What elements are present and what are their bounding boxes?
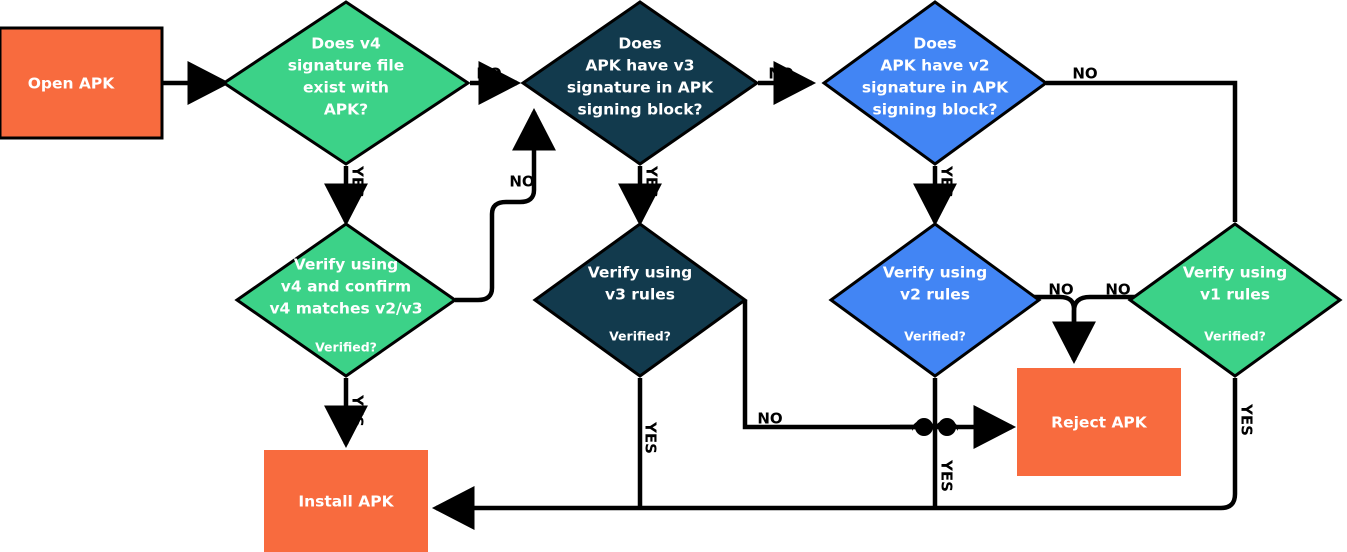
label-verifyv4-yes: YES (349, 394, 367, 427)
label-v3exists-no: NO (768, 65, 793, 83)
label-verifyv3-no: NO (757, 410, 782, 428)
v3-exists-line2: APK have v3 (585, 57, 694, 75)
node-verify-v2[interactable]: Verify using v2 rules Verified? (828, 222, 1042, 378)
node-install-apk[interactable]: Install APK (264, 450, 428, 552)
node-open-apk[interactable]: Open APK (0, 26, 164, 140)
node-v3-exists[interactable]: Does APK have v3 signature in APK signin… (520, 0, 760, 166)
v3-exists-line1: Does (618, 35, 661, 53)
v2-exists-line3: signature in APK (862, 79, 1009, 97)
edge-verifyv1-yes-to-install (431, 378, 1238, 531)
node-verify-v3[interactable]: Verify using v3 rules Verified? (532, 222, 748, 378)
edge-verifyv3-no-to-reject (742, 300, 935, 430)
label-verifyv1-yes: YES (1238, 403, 1256, 436)
v2-exists-diamond[interactable] (821, 0, 1049, 166)
verify-v2-diamond[interactable] (828, 222, 1042, 378)
v4-exists-diamond[interactable] (221, 0, 471, 166)
node-reject-apk[interactable]: Reject APK (1017, 368, 1181, 476)
v4-exists-line1: Does v4 (311, 35, 381, 53)
label-v2exists-yes: YES (938, 165, 956, 198)
edge-verifyv1-no-to-reject (1071, 294, 1140, 360)
verify-v4-diamond[interactable] (234, 222, 458, 378)
verify-v4-sub: Verified? (315, 340, 377, 355)
verify-v4-line2: v4 and confirm (281, 278, 411, 296)
label-verifyv1-no: NO (1105, 281, 1130, 299)
verify-v1-line1: Verify using (1183, 264, 1288, 282)
verify-v3-sub: Verified? (609, 329, 671, 344)
verify-v4-line3: v4 matches v2/v3 (269, 300, 422, 318)
v4-exists-line4: APK? (324, 101, 368, 119)
verify-v3-diamond[interactable] (532, 222, 748, 378)
open-apk-label: Open APK (28, 75, 116, 93)
verify-v2-line2: v2 rules (900, 286, 970, 304)
label-v4exists-no: NO (476, 65, 501, 83)
edge-verifyv4-no-to-v3 (455, 107, 557, 303)
edge-labels-layer: NO YES NO YES NO YES NO YES NO YES NO YE… (349, 65, 1256, 492)
label-verifyv2-yes: YES (938, 459, 956, 492)
v3-exists-diamond[interactable] (520, 0, 760, 166)
v4-exists-line2: signature file (288, 57, 404, 75)
install-apk-rect[interactable] (264, 450, 428, 552)
node-verify-v4[interactable]: Verify using v4 and confirm v4 matches v… (234, 222, 458, 378)
verify-v1-line2: v1 rules (1200, 286, 1270, 304)
edges-layer (162, 60, 1238, 531)
verify-v4-line1: Verify using (294, 256, 399, 274)
edge-v2exists-no-to-v1 (1046, 80, 1238, 222)
node-v4-exists[interactable]: Does v4 signature file exist with APK? (221, 0, 471, 166)
verify-v1-sub: Verified? (1204, 329, 1266, 344)
v2-exists-line4: signing block? (872, 101, 997, 119)
reject-apk-rect[interactable] (1017, 368, 1181, 476)
v3-exists-line3: signature in APK (567, 79, 714, 97)
open-apk-rect[interactable] (0, 26, 164, 140)
label-v2exists-no: NO (1072, 65, 1097, 83)
reject-apk-label: Reject APK (1051, 414, 1148, 432)
verify-v2-sub: Verified? (904, 329, 966, 344)
label-v3exists-yes: YES (643, 165, 661, 198)
label-verifyv4-no: NO (509, 173, 534, 191)
install-apk-label: Install APK (298, 493, 394, 511)
v3-exists-line4: signing block? (577, 101, 702, 119)
node-verify-v1[interactable]: Verify using v1 rules Verified? (1127, 222, 1343, 378)
edge-crossing-hop (912, 418, 958, 436)
v4-exists-line3: exist with (303, 79, 389, 97)
label-verifyv2-no: NO (1048, 281, 1073, 299)
node-v2-exists[interactable]: Does APK have v2 signature in APK signin… (821, 0, 1049, 166)
label-verifyv3-yes: YES (642, 421, 660, 454)
verify-v2-line1: Verify using (883, 264, 988, 282)
verify-v3-line1: Verify using (588, 264, 693, 282)
verify-v3-line2: v3 rules (605, 286, 675, 304)
label-v4exists-yes: YES (349, 165, 367, 198)
v2-exists-line1: Does (913, 35, 956, 53)
edge-verifyv2-no-to-reject (1031, 294, 1097, 365)
verify-v1-diamond[interactable] (1127, 222, 1343, 378)
v2-exists-line2: APK have v2 (880, 57, 989, 75)
